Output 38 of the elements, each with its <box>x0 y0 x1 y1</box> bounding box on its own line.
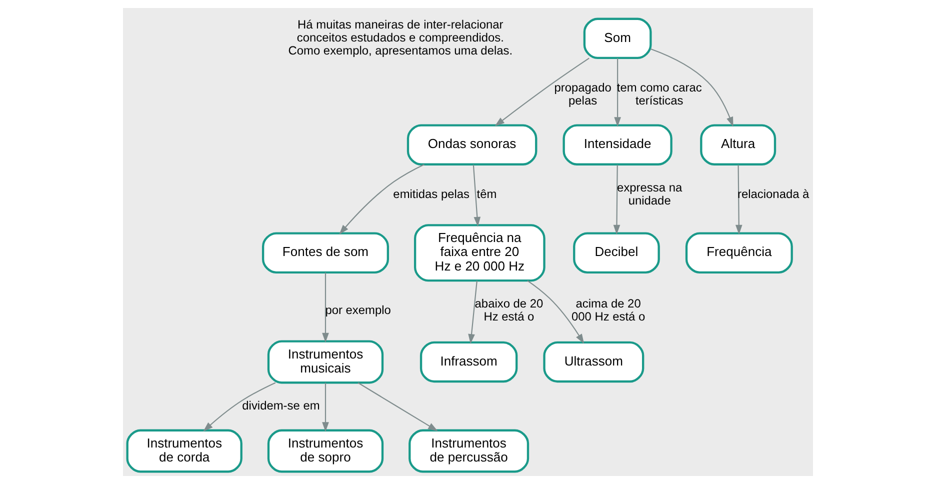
node-box: Ondas sonoras <box>406 124 538 166</box>
node-box: Instrumentos de percussão <box>408 429 530 473</box>
edge-label: têm <box>476 186 497 201</box>
arrow <box>527 280 584 344</box>
node-box: Ultrassom <box>543 341 644 383</box>
edge-label: propagado pelas <box>554 80 612 108</box>
arrow <box>322 382 329 432</box>
edge-label: tem como características <box>616 80 702 108</box>
edge-label: expressa na unidade <box>617 180 682 208</box>
edge-label: emitidas pelas <box>393 186 470 201</box>
arrow <box>735 164 742 235</box>
arrow <box>614 58 621 127</box>
arrow <box>472 164 481 227</box>
edge-label: acima de 20 000 Hz está o <box>572 296 646 324</box>
edge-label: dividem-se em <box>242 398 320 413</box>
arrow <box>322 272 329 343</box>
node-box: Infrassom <box>420 341 518 383</box>
node-box: Som <box>583 18 652 60</box>
edge-label: relacionada à <box>738 186 810 201</box>
edge-label: por exemplo <box>325 302 391 317</box>
node-box: Altura <box>700 124 776 166</box>
node-box: Fontes de som <box>262 232 389 274</box>
arrow <box>339 164 424 234</box>
node-box: Frequência <box>685 232 793 274</box>
arrow <box>203 382 276 432</box>
node-box: Decibel <box>573 232 660 274</box>
node-box: Intensidade <box>562 124 672 166</box>
arrow <box>494 58 590 126</box>
arrow <box>468 280 478 344</box>
node-box: Instrumentos musicais <box>267 340 384 384</box>
label: Há muitas maneiras de inter-relacionar conceitos estudados e compreendidos. Como exemplo, apresentamos uma delas. <box>288 17 513 58</box>
edge-label: abaixo de 20 Hz está o <box>474 296 544 324</box>
arrow <box>650 48 734 127</box>
node-box: Frequência na faixa entre 20 Hz e 20 000 Hz <box>414 224 546 282</box>
node-box: Instrumentos de sopro <box>267 429 384 473</box>
arrow <box>613 164 620 235</box>
arrow <box>358 382 438 432</box>
node-box: Instrumentos de corda <box>126 429 242 473</box>
